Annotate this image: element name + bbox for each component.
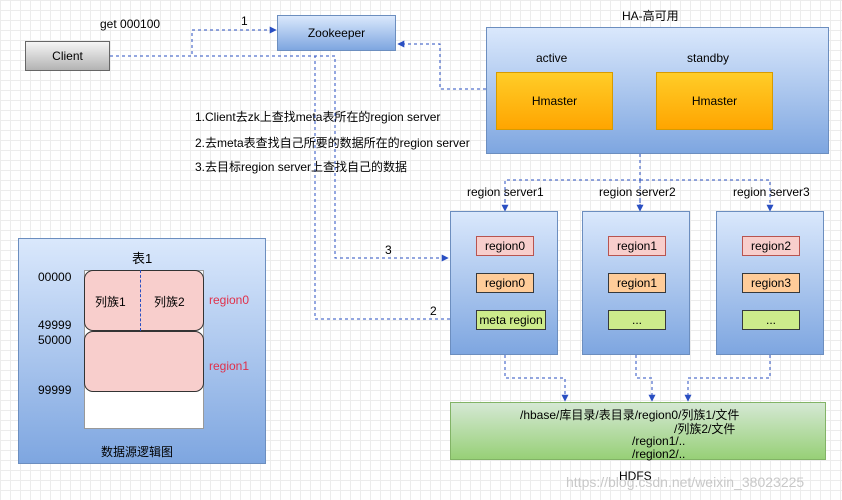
region-box: region0: [476, 273, 534, 293]
hdfs-path-line: /region2/..: [632, 447, 686, 461]
arrow-label-1: 1: [241, 14, 248, 28]
region-server1-box: region0 region0 meta region: [450, 211, 558, 355]
region-label: region3: [750, 276, 792, 290]
arrow-client-server1: [110, 55, 449, 262]
standby-hmaster-box: Hmaster: [656, 72, 773, 130]
region-box: region1: [608, 236, 666, 256]
arrow-ha-servers: [504, 154, 771, 211]
table-region0-label: region0: [209, 293, 250, 307]
active-label: active: [536, 51, 568, 65]
region-server2-box: region1 region1 ...: [582, 211, 690, 355]
region0-block: [84, 270, 204, 331]
row-key: 49999: [38, 318, 72, 332]
region-label: ...: [631, 313, 642, 327]
region-server3-box: region2 region3 ...: [716, 211, 824, 355]
client-label: Client: [52, 49, 83, 63]
arrow-client-meta-region: [110, 55, 475, 323]
active-hmaster-box: Hmaster: [496, 72, 613, 130]
ha-box: active standby Hmaster Hmaster: [486, 27, 829, 154]
region-box: ...: [742, 310, 800, 330]
get-label: get 000100: [100, 17, 161, 31]
region-box: ...: [608, 310, 666, 330]
watermark-text: https://blog.csdn.net/weixin_38023225: [566, 474, 805, 490]
arrow-server2-hdfs: [635, 355, 656, 402]
region-label: region0: [484, 276, 526, 290]
active-hmaster-label: Hmaster: [531, 94, 578, 108]
row-key: 99999: [38, 383, 72, 397]
standby-hmaster-label: Hmaster: [691, 94, 738, 108]
step-3-text: 3.去目标region server上查找自己的数据: [195, 160, 408, 174]
step-1-text: 1.Client去zk上查找meta表所在的region server: [195, 110, 441, 124]
region-label: region1: [616, 239, 658, 253]
region-server3-label: region server3: [733, 185, 810, 199]
step-2-text: 2.去meta表查找自己所要的数据所在的region server: [195, 136, 470, 150]
table-caption: 数据源逻辑图: [101, 445, 174, 459]
row-key: 50000: [38, 333, 72, 347]
hdfs-path-line: /列族2/文件: [674, 422, 736, 436]
column-family-1: 列族1: [95, 295, 126, 309]
meta-region-box: meta region: [476, 310, 546, 330]
region-server2-label: region server2: [599, 185, 676, 199]
region-label: region0: [484, 239, 526, 253]
table-title: 表1: [132, 251, 153, 266]
region1-block: [84, 331, 204, 392]
column-divider: [140, 270, 141, 331]
ha-title: HA-高可用: [622, 9, 679, 23]
region-box: region3: [742, 273, 800, 293]
region-label: meta region: [479, 313, 543, 327]
arrow-label-2: 2: [430, 304, 437, 318]
zookeeper-box: Zookeeper: [277, 15, 396, 51]
region-server1-label: region server1: [467, 185, 544, 199]
region-label: ...: [765, 313, 776, 327]
zookeeper-label: Zookeeper: [307, 26, 366, 40]
region-box: region1: [608, 273, 666, 293]
arrow-ha-zookeeper: [397, 40, 486, 90]
hdfs-label: HDFS: [619, 469, 652, 483]
table-diagram: 表1 列族1 列族2 00000 49999 50000 99999 regio…: [18, 238, 266, 464]
region-box: region0: [476, 236, 534, 256]
standby-label: standby: [687, 51, 730, 65]
hdfs-path-line: /hbase/库目录/表目录/region0/列族1/文件: [520, 408, 740, 422]
arrow-server1-hdfs: [504, 355, 569, 402]
hdfs-path-line: /region1/..: [632, 434, 686, 448]
hdfs-box: /hbase/库目录/表目录/region0/列族1/文件 /列族2/文件 /r…: [450, 402, 826, 461]
table-region1-label: region1: [209, 359, 250, 373]
region-label: region1: [616, 276, 658, 290]
arrow-client-zookeeper: [110, 26, 277, 57]
row-key: 00000: [38, 270, 72, 284]
arrow-server3-hdfs: [684, 355, 771, 402]
arrow-label-3: 3: [385, 243, 392, 257]
region-label: region2: [750, 239, 792, 253]
client-box: Client: [25, 41, 110, 71]
region-box: region2: [742, 236, 800, 256]
column-family-2: 列族2: [154, 295, 185, 309]
